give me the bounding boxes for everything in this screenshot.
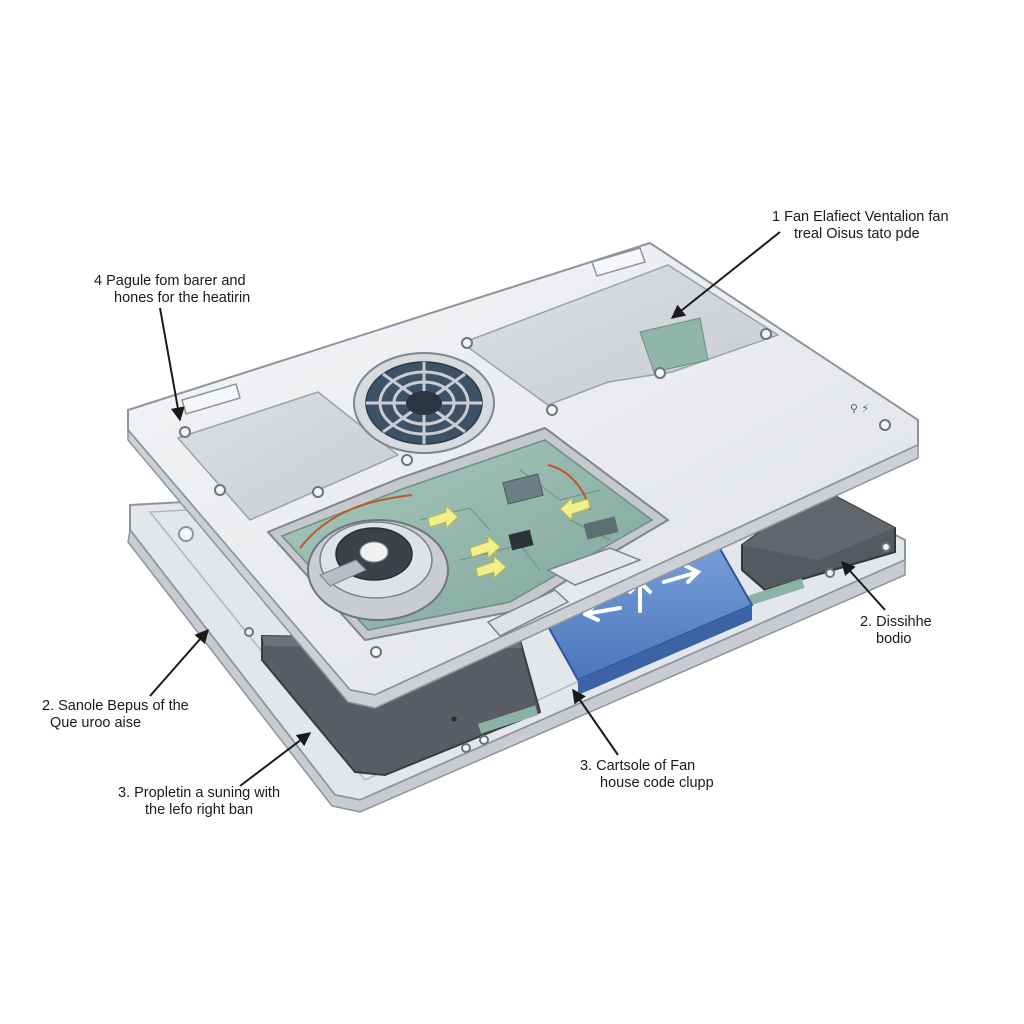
callout-line: 2. Sanole Bepus of the bbox=[42, 698, 189, 714]
heat-pipe-clip bbox=[486, 589, 570, 637]
callout-line: 4 Pagule fom barer and bbox=[94, 273, 246, 289]
highlight-arrows bbox=[427, 496, 591, 580]
callout-line: bodio bbox=[876, 631, 912, 647]
callout-line: treal Oisus tato pde bbox=[794, 226, 920, 242]
board-window bbox=[639, 317, 709, 373]
callout-line: Que uroo aise bbox=[50, 715, 142, 731]
access-panel-right bbox=[460, 264, 780, 406]
callout-line: house code clupp bbox=[600, 775, 714, 791]
callout-leaders bbox=[149, 231, 886, 787]
vent-fan-grille bbox=[353, 352, 495, 454]
blower-fan bbox=[307, 519, 449, 621]
leader-heatsink-parts bbox=[159, 307, 185, 422]
callout-fan-housing: 3. Cartsole of Fan house code clupp bbox=[580, 758, 714, 792]
callout-line: the lefo right ban bbox=[144, 802, 254, 818]
chip bbox=[583, 516, 619, 540]
callout-line: 3. Cartsole of Fan bbox=[580, 758, 696, 774]
connector-strips bbox=[477, 578, 805, 734]
access-panel-left bbox=[176, 391, 400, 521]
callout-fan-ventilation: 1 Fan Elafiect Ventalion fan treal Oisus… bbox=[772, 209, 949, 243]
callout-heatsink-parts: 4 Pagule fom barer and hones for the hea… bbox=[94, 273, 250, 307]
leader-dissipate bbox=[841, 560, 886, 611]
svg-text:⚲ ⚡: ⚲ ⚡ bbox=[850, 402, 869, 415]
leader-fan-housing bbox=[572, 688, 619, 756]
motherboard-opening bbox=[266, 426, 670, 642]
callout-side: 2. Sanole Bepus of the Que uroo aise bbox=[42, 698, 189, 732]
fan-wire bbox=[299, 494, 413, 549]
chip bbox=[502, 473, 544, 505]
callout-line: 1 Fan Elafiect Ventalion fan bbox=[772, 209, 949, 225]
leader-side bbox=[149, 628, 209, 697]
callout-line: 2. Dissihhe bbox=[860, 614, 932, 630]
callout-line: hones for the heatirin bbox=[114, 290, 251, 306]
leader-fan-ventilation bbox=[670, 231, 781, 319]
leader-position bbox=[239, 732, 312, 787]
callout-dissipate: 2. Dissihhe bodio bbox=[860, 614, 932, 648]
callout-line: 3. Propletin a suning with bbox=[118, 785, 281, 801]
chip bbox=[508, 529, 534, 551]
direction-arrows bbox=[583, 564, 702, 622]
callout-position: 3. Propletin a suning with the lefo righ… bbox=[118, 785, 280, 819]
